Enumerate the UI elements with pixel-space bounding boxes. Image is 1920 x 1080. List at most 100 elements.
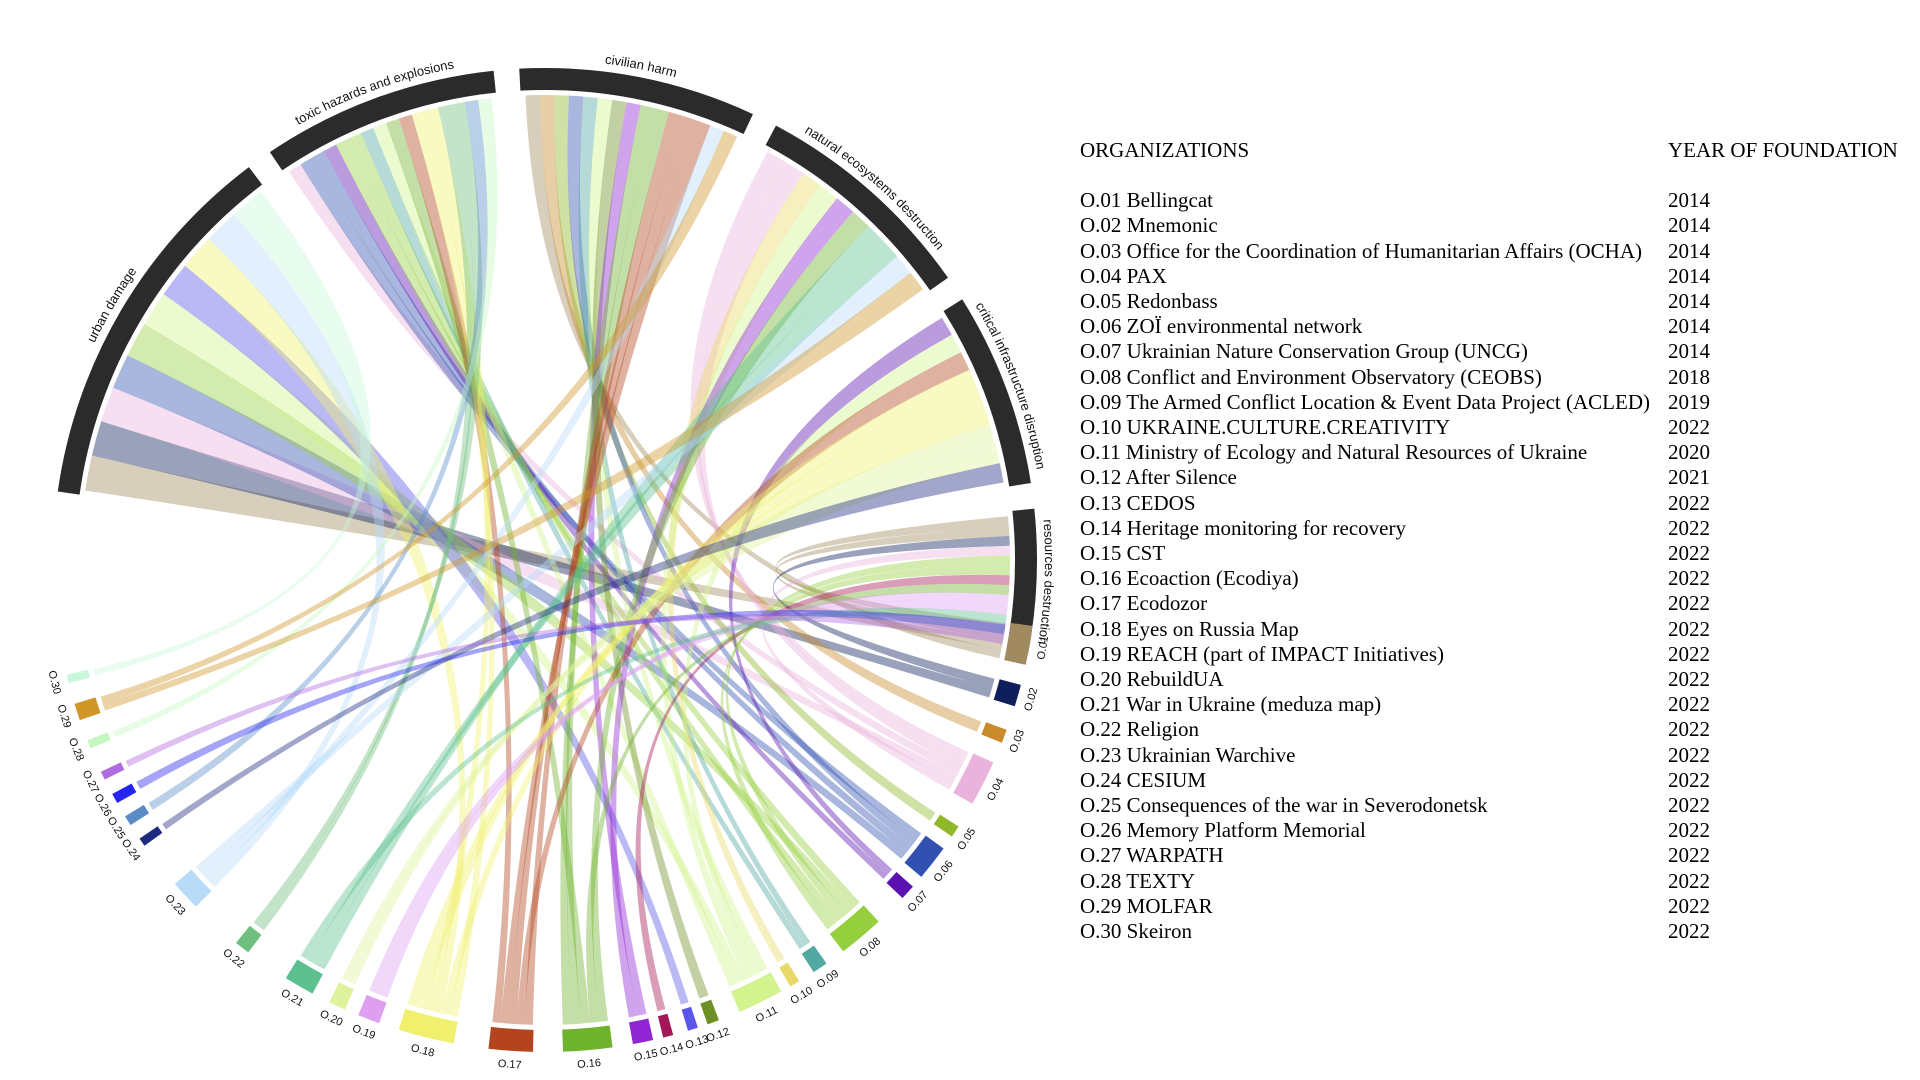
legend-row: O.07 Ukrainian Nature Conservation Group… bbox=[1080, 339, 1900, 364]
legend-organization: O.13 CEDOS bbox=[1080, 490, 1196, 515]
legend-organization: O.06 ZOЇ environmental network bbox=[1080, 314, 1363, 339]
legend-year: 2022 bbox=[1668, 843, 1710, 868]
legend-header-organizations: ORGANIZATIONS bbox=[1080, 138, 1250, 162]
organization-label: O.07 bbox=[906, 889, 931, 915]
organization-arc bbox=[236, 925, 262, 953]
ribbon bbox=[398, 114, 512, 1023]
legend-year: 2014 bbox=[1668, 339, 1710, 364]
legend-organization: O.08 Conflict and Environment Observator… bbox=[1080, 364, 1542, 389]
ribbon bbox=[728, 317, 952, 875]
sector-arcs-group bbox=[57, 68, 1037, 654]
legend-row: O.25 Consequences of the war in Severodo… bbox=[1080, 793, 1900, 818]
legend-year: 2022 bbox=[1668, 490, 1710, 515]
ribbon bbox=[566, 104, 655, 1025]
organization-arc bbox=[829, 905, 879, 952]
ribbon bbox=[560, 108, 670, 1025]
legend-year: 2022 bbox=[1668, 515, 1710, 540]
ribbon bbox=[360, 127, 806, 950]
organization-label: O.06 bbox=[932, 858, 956, 884]
legend-row: O.16 Ecoaction (Ecodiya)2022 bbox=[1080, 566, 1900, 591]
legend-organization: O.24 CESIUM bbox=[1080, 767, 1207, 792]
legend-organization: O.30 Skeiron bbox=[1080, 919, 1192, 944]
organization-arc bbox=[904, 835, 944, 877]
legend-organization: O.18 Eyes on Russia Map bbox=[1080, 616, 1299, 641]
legend-row: O.30 Skeiron 2022 bbox=[1080, 919, 1900, 944]
organization-label: O.19 bbox=[350, 1022, 377, 1042]
ribbon bbox=[424, 107, 491, 1012]
organization-label: O.13 bbox=[684, 1033, 710, 1052]
organization-arc bbox=[488, 1026, 534, 1052]
legend-organization: O.29 MOLFAR bbox=[1080, 893, 1213, 918]
organization-label: O.10 bbox=[788, 985, 815, 1007]
organization-arc bbox=[700, 999, 719, 1025]
organization-label: O.11 bbox=[754, 1004, 780, 1025]
ribbon bbox=[667, 173, 821, 963]
ribbon bbox=[85, 455, 1003, 650]
legend-year: 2022 bbox=[1668, 641, 1710, 666]
organization-label: O.23 bbox=[162, 892, 187, 918]
ribbons-group bbox=[85, 95, 1011, 1025]
organization-label: O.15 bbox=[633, 1047, 659, 1064]
organization-label: O.30 bbox=[45, 669, 62, 695]
organization-arcs-group bbox=[66, 622, 1033, 1052]
legend-year: 2022 bbox=[1668, 868, 1710, 893]
legend-organization: O.19 REACH (part of IMPACT Initiatives) bbox=[1080, 641, 1444, 666]
ribbon bbox=[148, 99, 488, 810]
organization-arc bbox=[112, 783, 137, 804]
organization-arc bbox=[74, 697, 101, 721]
ribbon bbox=[516, 352, 970, 1025]
sector-arc bbox=[1006, 508, 1037, 654]
legend-year: 2020 bbox=[1668, 440, 1710, 465]
organization-label: O.26 bbox=[91, 792, 113, 819]
legend-row: O.29 MOLFAR 2022 bbox=[1080, 894, 1900, 919]
legend-organization: O.25 Consequences of the war in Severodo… bbox=[1080, 793, 1488, 818]
ribbon bbox=[610, 198, 854, 1018]
organization-arc bbox=[139, 826, 163, 846]
organization-arc bbox=[398, 1008, 458, 1044]
organization-label: O.02 bbox=[1022, 686, 1040, 712]
ribbon bbox=[125, 614, 1005, 767]
legend-organization: O.27 WARPATH bbox=[1080, 843, 1224, 868]
organization-arc bbox=[285, 959, 323, 994]
organization-arc bbox=[953, 753, 994, 804]
legend-year: 2022 bbox=[1668, 616, 1710, 641]
legend-organization: O.02 Mnemonic bbox=[1080, 213, 1218, 238]
organization-arc bbox=[66, 669, 90, 684]
legend-organization: O.26 Memory Platform Memorial bbox=[1080, 818, 1366, 843]
legend-organization: O.01 Bellingcat bbox=[1080, 188, 1213, 213]
legend-year: 2014 bbox=[1668, 213, 1710, 238]
organization-label: O.24 bbox=[119, 837, 143, 863]
legend-year: 2014 bbox=[1668, 188, 1710, 213]
organization-arc bbox=[801, 945, 827, 973]
ribbon bbox=[101, 387, 958, 783]
legend-year: 2022 bbox=[1668, 919, 1710, 944]
legend-row: O.18 Eyes on Russia Map 2022 bbox=[1080, 617, 1900, 642]
ribbon bbox=[300, 608, 1007, 961]
legend-row: O.27 WARPATH 2022 bbox=[1080, 843, 1900, 868]
organization-label: O.16 bbox=[577, 1057, 602, 1071]
legend-organization: O.05 Redonbass bbox=[1080, 289, 1218, 314]
organization-label: O.21 bbox=[279, 987, 306, 1009]
ribbon bbox=[591, 99, 709, 999]
legend-header-year: YEAR OF FOUNDATION bbox=[1668, 138, 1898, 162]
legend-organization: O.14 Heritage monitoring for recovery bbox=[1080, 515, 1406, 540]
organization-label: O.01 bbox=[1035, 635, 1051, 661]
organization-arc bbox=[1004, 622, 1033, 665]
sector-arc bbox=[943, 299, 1031, 487]
legend-year: 2022 bbox=[1668, 541, 1710, 566]
legend-header: ORGANIZATIONS YEAR OF FOUNDATION bbox=[1080, 138, 1900, 163]
organization-arc bbox=[657, 1013, 674, 1038]
organization-arc bbox=[174, 869, 212, 907]
organization-label: O.17 bbox=[497, 1058, 522, 1072]
ribbon bbox=[775, 526, 1010, 641]
organization-arc bbox=[779, 962, 800, 987]
legend-year: 2022 bbox=[1668, 893, 1710, 918]
legend-row: O.14 Heritage monitoring for recovery 202… bbox=[1080, 516, 1900, 541]
legend-organization: O.03 Office for the Coordination of Huma… bbox=[1080, 238, 1643, 263]
organization-arc bbox=[886, 872, 913, 899]
legend-row: O.03 Office for the Coordination of Huma… bbox=[1080, 239, 1900, 264]
organization-arc bbox=[981, 722, 1007, 743]
